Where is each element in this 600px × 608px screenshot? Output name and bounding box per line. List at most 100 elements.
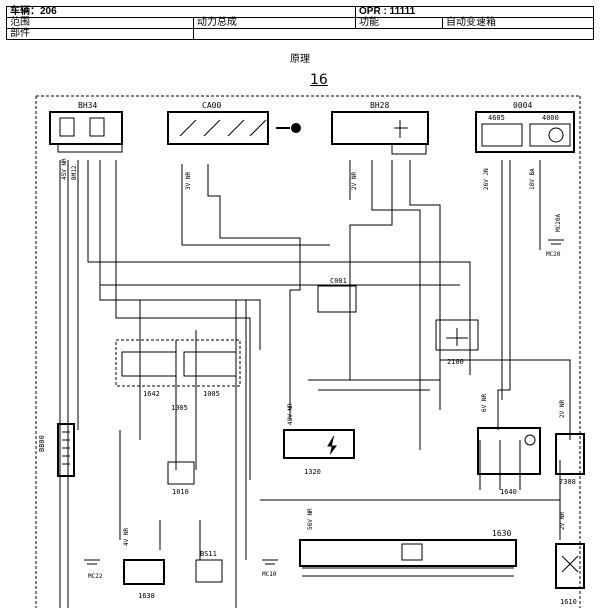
c2100-symbol bbox=[446, 328, 468, 346]
wires bbox=[35, 95, 581, 608]
diagram-number: 16 bbox=[310, 72, 328, 88]
wire-1320 bbox=[308, 379, 440, 391]
c1010-label: 1010 bbox=[172, 488, 189, 496]
component-1638: 1638 4V NR bbox=[123, 528, 165, 600]
component-2100: 2100 bbox=[435, 319, 479, 366]
ground-mc10 bbox=[262, 559, 278, 565]
bus-horizontal bbox=[88, 261, 471, 375]
ca00-label: CA00 bbox=[202, 101, 221, 110]
wire-left-group bbox=[139, 300, 197, 470]
component-1642-1005: 1642 1005 1005 bbox=[115, 339, 241, 412]
mc22-label: MC22 bbox=[88, 573, 103, 580]
component-1640: 1640 6V NR bbox=[477, 394, 541, 496]
bh28-box bbox=[331, 111, 429, 145]
c1005-label-b: 1005 bbox=[171, 404, 188, 412]
bh34-fuse-a bbox=[59, 117, 75, 137]
gauge-icon bbox=[548, 127, 564, 143]
header-table: 车辆：206 OPR : 11111 范围 动力总成 功能 自动变速箱 部件 bbox=[6, 6, 594, 40]
component-c001: C001 bbox=[317, 277, 357, 313]
c1005-box bbox=[183, 351, 237, 377]
c1640-box bbox=[477, 427, 541, 475]
c1642-box bbox=[121, 351, 177, 377]
ground-mc22 bbox=[84, 559, 100, 565]
bb00-label: BB00 bbox=[38, 435, 46, 452]
wire-bh34-cm bbox=[115, 160, 251, 480]
c1638-label: 1638 bbox=[138, 592, 155, 600]
c1630-connectors bbox=[302, 567, 514, 577]
component-bs11: BS11 bbox=[195, 550, 223, 583]
ca00-switches bbox=[179, 119, 267, 137]
component-0004: 0004 4605 4000 26V JN 18V BA bbox=[475, 101, 575, 190]
bh34-code: BM12 bbox=[71, 165, 78, 180]
c4000-label: 4000 bbox=[542, 114, 559, 122]
c7308-box bbox=[555, 433, 585, 475]
component-bh34: BH34 45V NR BM12 bbox=[49, 101, 123, 180]
c4605-label: 4605 bbox=[488, 114, 505, 122]
c2100-label: 2100 bbox=[447, 358, 464, 366]
part-label: 部件 bbox=[6, 28, 194, 40]
bh28-wire-count: 2V NR bbox=[351, 172, 358, 190]
bs11-label: BS11 bbox=[200, 550, 217, 558]
component-ca00: CA00 3V NR bbox=[167, 101, 301, 190]
c1005-frame bbox=[115, 339, 241, 387]
bh34-label: BH34 bbox=[78, 101, 97, 110]
mc20-label: MC20 bbox=[546, 251, 561, 258]
c1630-icon bbox=[401, 543, 423, 561]
c0004-label: 0004 bbox=[513, 101, 532, 110]
c1638-box bbox=[123, 559, 165, 585]
c1005-label-a: 1005 bbox=[203, 390, 220, 398]
c0004-box bbox=[475, 111, 575, 153]
component-bh28: BH28 2V NR bbox=[331, 101, 429, 190]
c1610-wire-count: 2V NR bbox=[559, 512, 566, 530]
c1320-box bbox=[283, 429, 355, 459]
c1320-wire-count: 48V NR bbox=[287, 403, 294, 425]
bb00-box bbox=[57, 423, 75, 477]
c1630-box bbox=[299, 539, 517, 567]
wire-0004 bbox=[497, 160, 541, 430]
c1642-label: 1642 bbox=[143, 390, 160, 398]
ca00-box bbox=[167, 111, 269, 145]
bh28-connector bbox=[391, 143, 427, 155]
c2100-box bbox=[435, 319, 479, 351]
mc20a-label: MC20A bbox=[555, 214, 562, 232]
key-icon bbox=[291, 123, 301, 133]
component-bb00: BB00 bbox=[38, 423, 75, 477]
wire-bottom bbox=[119, 430, 561, 560]
c0004-wire-count: 26V JN bbox=[483, 168, 490, 190]
ground-mc20 bbox=[548, 239, 564, 245]
bh28-label: BH28 bbox=[370, 101, 389, 110]
c4605-box bbox=[481, 123, 523, 147]
c1010-box bbox=[167, 461, 195, 485]
bh34-fuse-b bbox=[89, 117, 105, 137]
c001-box bbox=[317, 285, 357, 313]
diagram-caption: 原理 bbox=[290, 54, 310, 65]
wire-ca00 bbox=[181, 164, 330, 420]
wire-bh28 bbox=[349, 160, 441, 450]
c7308-wire-count: 2V NR bbox=[559, 400, 566, 418]
c1640-wire-count: 6V NR bbox=[481, 394, 488, 412]
component-1320: 1320 48V NR bbox=[283, 403, 355, 476]
bs11-box bbox=[195, 559, 223, 583]
wire-bh34 bbox=[59, 160, 280, 608]
c4000-box bbox=[529, 123, 571, 147]
solenoid-icon bbox=[561, 555, 579, 573]
wire-1640 bbox=[440, 359, 571, 490]
c1638-wire-count: 4V NR bbox=[123, 528, 130, 546]
c1640-label: 1640 bbox=[500, 488, 517, 496]
ca00-wire-count: 3V NR bbox=[185, 172, 192, 190]
c1640-sensor-icon bbox=[524, 434, 536, 446]
c1610-label: 1610 bbox=[560, 598, 577, 606]
c1630-label: 1630 bbox=[492, 529, 511, 538]
c1320-label: 1320 bbox=[304, 468, 321, 476]
component-1610: 1610 2V NR bbox=[555, 512, 585, 606]
part-value bbox=[193, 28, 594, 40]
c1630-wire-count: 56V NR bbox=[307, 508, 314, 530]
bh34-box bbox=[49, 111, 123, 145]
component-1010: 1010 bbox=[167, 461, 195, 496]
c1610-box bbox=[555, 543, 585, 589]
c4000-wire-count: 18V BA bbox=[529, 168, 536, 190]
lightning-icon bbox=[327, 435, 337, 455]
c7308-label: 7308 bbox=[559, 478, 576, 486]
component-1630: 1630 56V NR bbox=[299, 508, 517, 577]
